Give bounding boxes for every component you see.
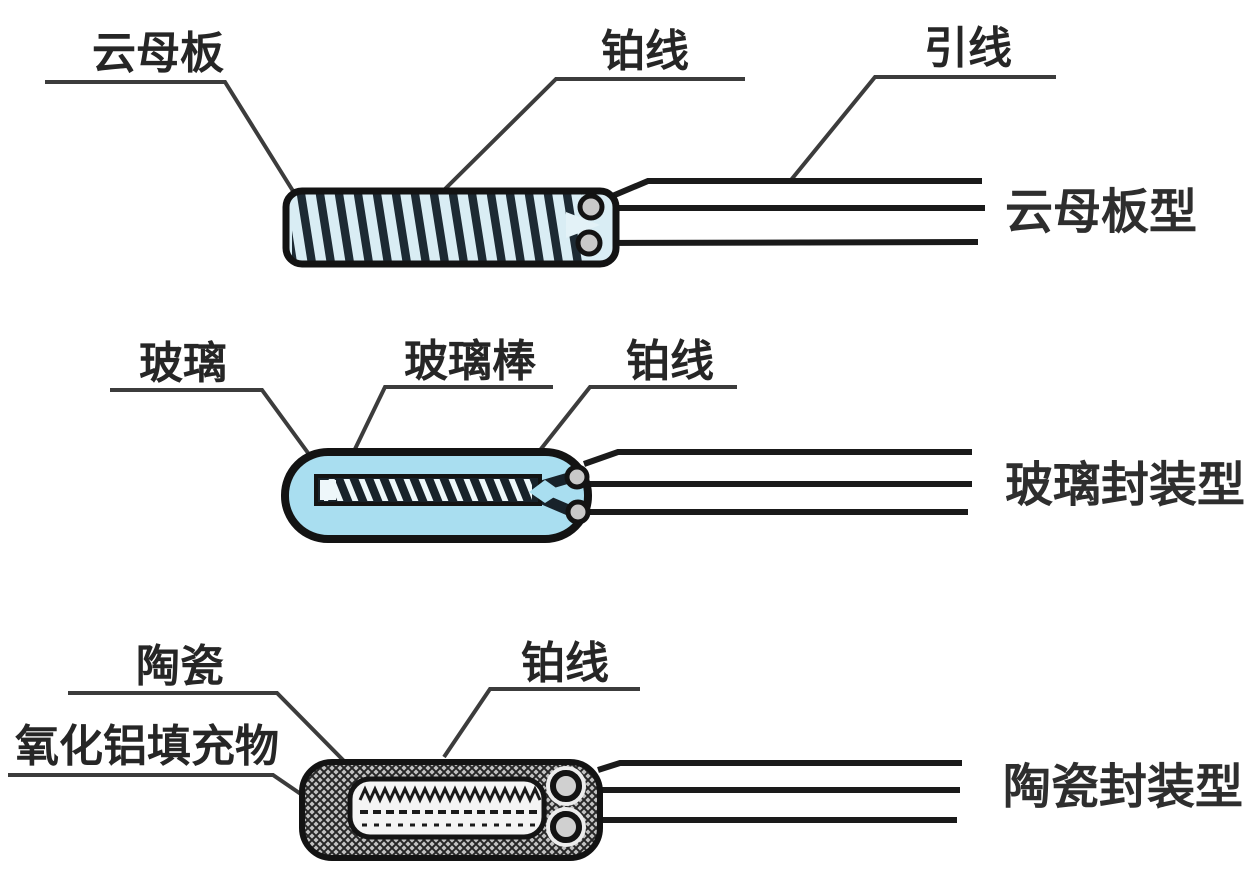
label-glass: 玻璃 — [139, 339, 227, 388]
label-platinum-wire-2: 铂线 — [626, 337, 714, 386]
label-lead-wire: 引线 — [924, 24, 1012, 73]
lead-wire-top-2 — [583, 449, 972, 467]
glass-terminal-bottom — [565, 499, 591, 525]
glass-terminal-top — [564, 464, 590, 490]
label-glass-rod: 玻璃棒 — [404, 337, 537, 386]
ceramic-terminal-top — [550, 770, 582, 802]
leader-platinum-wire-3 — [442, 687, 640, 759]
type-label-ceramic: 陶瓷封装型 — [1003, 761, 1243, 814]
leader-alumina-filler — [8, 773, 313, 803]
leader-lead-wire — [789, 75, 1056, 182]
ceramic-terminal-halo-bottom — [546, 807, 586, 847]
label-platinum-wire-1: 铂线 — [601, 27, 689, 76]
label-alumina-filler: 氧化铝填充物 — [15, 722, 279, 771]
lead-wire-top-3 — [597, 760, 962, 773]
lead-wire-bot-1 — [600, 239, 979, 246]
leader-platinum-wire-2 — [516, 385, 737, 480]
ceramic-coil-zigzag — [358, 785, 542, 804]
leader-glass-rod — [339, 385, 553, 479]
glass-rod-end — [320, 480, 336, 500]
label-platinum-wire-3: 铂线 — [521, 639, 609, 688]
ceramic-terminal-halo-top — [546, 766, 586, 806]
type-label-mica: 云母板型 — [1005, 186, 1197, 239]
mica-end-wedge — [566, 212, 600, 238]
mica-terminal-top — [577, 193, 605, 221]
label-mica-plate: 云母板 — [92, 29, 224, 78]
mica-winding-stripes — [292, 194, 582, 261]
glass-rod-winding — [324, 479, 532, 501]
type-label-glass: 玻璃封装型 — [1005, 459, 1245, 512]
ceramic-terminal-bottom — [550, 811, 582, 843]
label-ceramic: 陶瓷 — [136, 642, 224, 691]
leader-glass — [110, 388, 313, 459]
mica-plate-type-figure: 云母板 铂线 引线 云母板型 — [45, 24, 1197, 268]
glass-diamond — [529, 480, 562, 503]
lead-wire-top-1 — [608, 178, 982, 200]
glass-sealed-type-figure: 玻璃 玻璃棒 铂线 玻璃封装型 — [110, 337, 1245, 543]
mica-element-border — [282, 187, 620, 268]
mica-terminal-bottom — [575, 229, 603, 257]
leader-mica-plate — [45, 80, 295, 193]
leader-ceramic — [68, 691, 346, 763]
ceramic-sealed-type-figure: 陶瓷 氧化铝填充物 铂线 陶瓷封装型 — [8, 639, 1243, 861]
leader-platinum-wire-1 — [442, 77, 745, 192]
